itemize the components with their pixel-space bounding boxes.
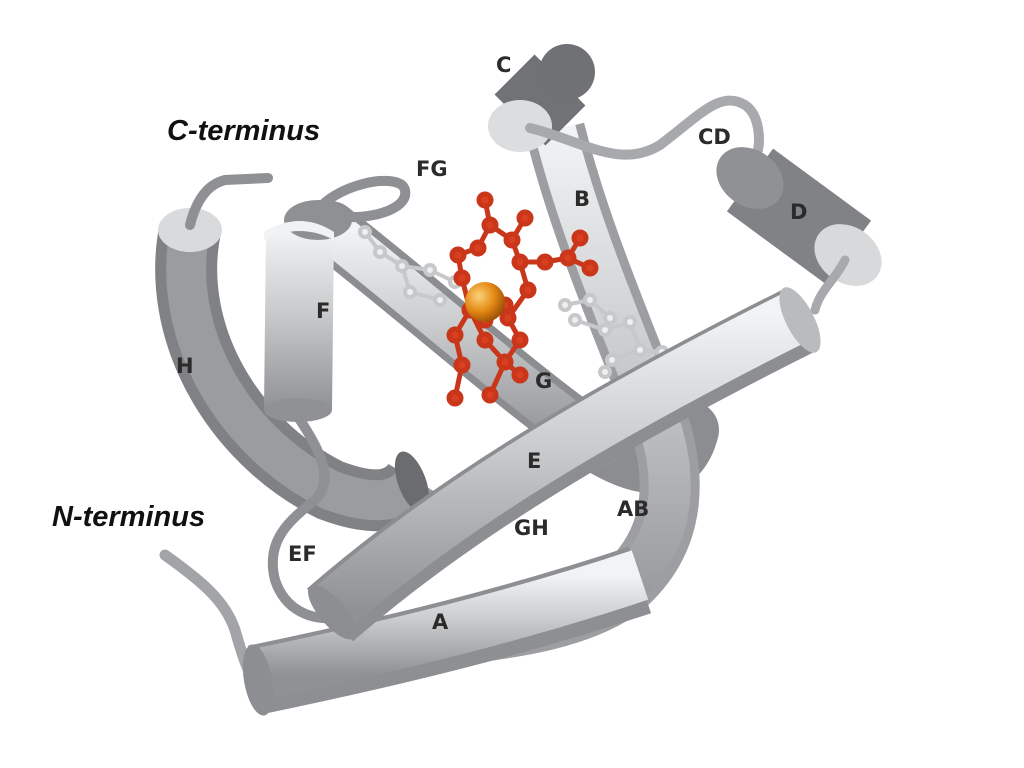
helix-e-label: E — [527, 449, 541, 473]
side-chain-right — [558, 293, 669, 379]
loop-gh-label: GH — [514, 516, 549, 540]
loop-de — [810, 255, 850, 315]
helix-h — [155, 208, 442, 532]
loop-cd — [525, 95, 764, 160]
helix-c-label: C — [496, 53, 511, 77]
helix-f-label: F — [316, 299, 330, 323]
iron-atom — [465, 282, 505, 322]
c-terminus-label: C-terminus — [167, 115, 320, 147]
loop-ef-label: EF — [288, 542, 317, 566]
n-terminus-label: N-terminus — [52, 501, 205, 533]
helix-h-label: H — [176, 354, 194, 378]
side-chain-left — [358, 225, 462, 307]
heme-group — [446, 191, 599, 407]
helix-f — [264, 200, 352, 422]
c-terminus-tail — [185, 173, 273, 230]
loop-fg-label: FG — [416, 157, 448, 181]
helix-c — [488, 44, 595, 152]
helix-d-label: D — [790, 200, 807, 224]
loop-ef — [267, 415, 340, 624]
helix-a-label: A — [432, 610, 449, 634]
helix-a — [242, 546, 652, 716]
helix-d — [716, 147, 882, 286]
loop-ab-label: AB — [617, 497, 649, 521]
loop-cd-label: CD — [698, 125, 731, 149]
helix-g-label: G — [535, 369, 552, 393]
helix-b-label: B — [574, 187, 590, 211]
helix-e — [306, 287, 821, 642]
